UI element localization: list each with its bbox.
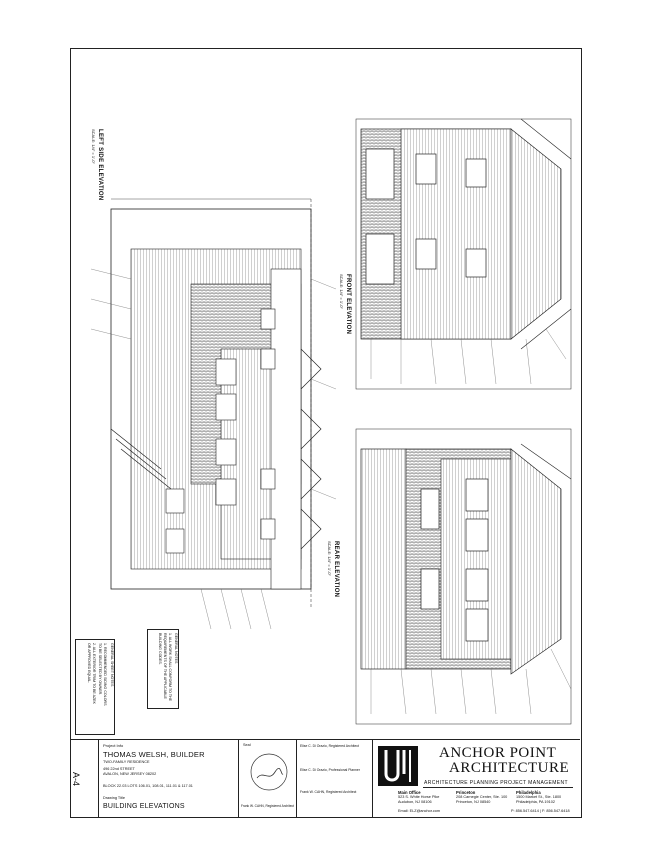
project-info-cell: [99, 740, 239, 818]
elevation-drawings: LEFT SIDE ELEVATION SCALE: 1/4" = 1'-0" …: [71, 49, 583, 739]
builder-name: THOMAS WELSH, BUILDER: [103, 750, 205, 759]
tagline-divider: [423, 787, 573, 788]
seal-caption: Frank W. CAHN, Registered Architect: [241, 804, 294, 808]
block-lot: BLOCK 22.03 LOTS 106.01, 108.01, 111.01 …: [103, 784, 193, 788]
main-office-line2: Audubon, NJ 08106: [398, 800, 432, 804]
general-note-2: REQUIREMENTS OF THE APPLICABLE: [163, 633, 167, 699]
street-address: 496 22nd STREET: [103, 767, 135, 771]
sheet-note-1: 1. RECOMMENDED SIDING COLORS: [103, 643, 107, 706]
project-info-label: Project Info: [103, 743, 124, 748]
philadelphia-line1: 1500 Market St., Ste. 1800: [516, 795, 562, 799]
sheet-note-3: 2. ALL EXTERIOR TRIM TO BE AZEK: [92, 643, 96, 704]
residence-type: TWO-FAMILY RESIDENCE: [103, 760, 150, 764]
philadelphia-heading: Philadelphia: [516, 790, 541, 795]
anchor-point-logo: [378, 746, 418, 786]
main-office-heading: Main Office: [398, 790, 421, 795]
architect-1: Elise C. Di Orazio, Registered Architect: [300, 744, 359, 748]
architect-3: Frank W. CAHN, Registered Architect: [300, 790, 357, 794]
sheet-number: A-4: [71, 772, 81, 787]
rear-elevation-title: REAR ELEVATION: [333, 541, 339, 598]
princeton-line2: Princeton, NJ 08540: [456, 800, 491, 804]
title-block: A-4 Project Info THOMAS WELSH, BUILDER T…: [71, 739, 580, 818]
firm-email: Email: ELZ@anchor.com: [398, 809, 441, 813]
sheet-notes-box: GENERAL SHEET NOTES 1. RECOMMENDED SIDIN…: [75, 639, 115, 735]
princeton-heading: Princeton: [456, 790, 476, 795]
rear-scale: SCALE: 1/4" = 1'-0": [327, 541, 332, 576]
front-scale: SCALE: 1/4" = 1'-0": [339, 274, 344, 309]
architect-seal: [250, 753, 288, 791]
firm-name-line2: ARCHITECTURE: [449, 760, 570, 776]
firm-phone: P: 856.547.6414 | F: 856.547.6418: [511, 809, 570, 813]
general-note-1: 1. ALL WORK SHALL CONFORM TO THE: [168, 633, 172, 702]
architect-2: Elise C. Di Orazio, Professional Planner: [300, 768, 360, 772]
firm-tagline: ARCHITECTURE PLANNING PROJECT MANAGEMENT: [424, 780, 568, 786]
front-elevation: [355, 118, 572, 390]
sheet-note-4: OR APPROVED EQUAL.: [87, 643, 91, 684]
seal-cell: [239, 740, 297, 818]
sheet-note-2: TO BE SELECTED BY OWNER.: [98, 643, 102, 696]
general-notes-title: GENERAL NOTES: [174, 633, 178, 664]
left-side-elevation-title: LEFT SIDE ELEVATION: [97, 129, 103, 201]
princeton-line1: 208 Carnegie Center, Ste. 100: [456, 795, 508, 799]
general-note-3: BUILDING CODES.: [158, 633, 162, 665]
general-notes-box: GENERAL NOTES 1. ALL WORK SHALL CONFORM …: [147, 629, 179, 709]
drawing-title: BUILDING ELEVATIONS: [103, 803, 185, 810]
firm-name-line1: ANCHOR POINT: [439, 745, 557, 761]
seal-label: Seal: [243, 743, 251, 747]
rear-elevation: [355, 428, 572, 725]
architects-cell: [297, 740, 373, 818]
notes-area: GENERAL NOTES 1. ALL WORK SHALL CONFORM …: [75, 629, 185, 737]
sheet-notes-title: GENERAL SHEET NOTES: [110, 643, 114, 687]
sheet-number-cell: A-4: [71, 740, 99, 818]
elevations-svg: [90, 118, 572, 725]
drawing-title-label: Drawing Title: [103, 796, 125, 800]
drawing-sheet: LEFT SIDE ELEVATION SCALE: 1/4" = 1'-0" …: [70, 48, 582, 818]
main-office-line1: 523 S. White Horse Pike: [398, 795, 440, 799]
front-elevation-title: FRONT ELEVATION: [345, 274, 351, 335]
left-side-scale: SCALE: 1/4" = 1'-0": [91, 129, 96, 164]
philadelphia-line2: Philadelphia, PA 19102: [516, 800, 555, 804]
left-side-elevation: [90, 198, 337, 630]
city-address: AVALON, NEW JERSEY 08202: [103, 772, 157, 776]
